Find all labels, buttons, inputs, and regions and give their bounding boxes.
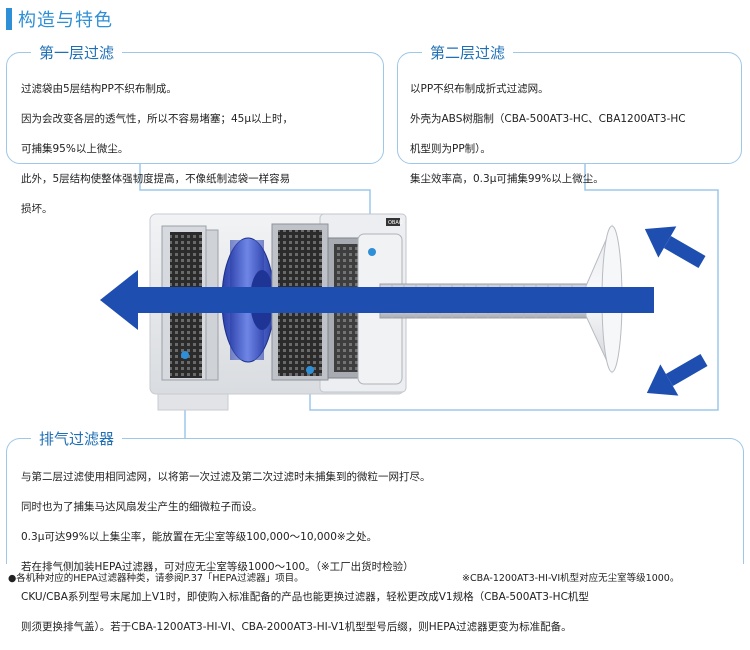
footnote-right: ※CBA-1200AT3-HI-VI机型对应无尘室等级1000。 bbox=[462, 573, 680, 584]
first-layer-marker bbox=[368, 248, 376, 256]
exhaust-arrow-icon bbox=[100, 270, 138, 330]
intake-arrow-lower-icon bbox=[646, 353, 708, 396]
exhaust-filter-marker bbox=[181, 351, 189, 359]
description-line: 0.3μ可达99%以上集尘率，能放置在无尘室等级100,000～10,000※之… bbox=[21, 531, 378, 543]
description-line: 则须更换排气盖）。若于CBA-1200AT3-HI-VI、CBA-2000AT3… bbox=[21, 621, 572, 633]
description-line: 因为会改变各层的透气性，所以不容易堵塞；45μ以上时， bbox=[21, 113, 294, 125]
description-line: 外壳为ABS树脂制（CBA-500AT3-HC、CBA1200AT3-HC bbox=[410, 113, 686, 125]
first-layer-description: 过滤袋由5层结构PP不织布制成。 因为会改变各层的透气性，所以不容易堵塞；45μ… bbox=[21, 67, 377, 232]
intake-arrow-upper-icon bbox=[644, 226, 706, 269]
footnote-left: ●各机种对应的HEPA过滤器种类，请参阅P.37「HEPA过滤器」项目。 bbox=[8, 573, 304, 584]
description-line: 同时也为了捕集马达风扇发尘产生的细微粒子而设。 bbox=[21, 501, 263, 513]
second-layer-marker bbox=[306, 366, 314, 374]
airflow-arrows bbox=[100, 226, 708, 396]
second-layer-filter-box: 第二层过滤 以PP不织布制成折式过滤网。 外壳为ABS树脂制（CBA-500AT… bbox=[397, 42, 742, 185]
description-line: 与第二层过滤使用相同滤网，以将第一次过滤及第二次过滤时未捕集到的微粒一网打尽。 bbox=[21, 471, 431, 483]
description-line: 损坏。 bbox=[21, 203, 53, 215]
exhaust-filter-title: 排气过滤器 bbox=[31, 428, 123, 449]
first-layer-filter-box: 第一层过滤 过滤袋由5层结构PP不织布制成。 因为会改变各层的透气性，所以不容易… bbox=[6, 42, 384, 215]
description-line: 过滤袋由5层结构PP不织布制成。 bbox=[21, 83, 177, 95]
header-accent-bar bbox=[6, 8, 12, 30]
description-line: CKU/CBA系列型号末尾加上V1时，即使购入标准配备的产品也能更换过滤器，轻松… bbox=[21, 591, 589, 603]
page-title: 构造与特色 bbox=[18, 10, 113, 31]
second-layer-title: 第二层过滤 bbox=[422, 42, 514, 63]
description-line: 可捕集95%以上微尘。 bbox=[21, 143, 129, 155]
description-line: 以PP不织布制成折式过滤网。 bbox=[410, 83, 549, 95]
description-line: 集尘效率高，0.3μ可捕集99%以上微尘。 bbox=[410, 173, 604, 185]
first-layer-title: 第一层过滤 bbox=[31, 42, 123, 63]
exhaust-filter-box: 排气过滤器 与第二层过滤使用相同滤网，以将第一次过滤及第二次过滤时未捕集到的微粒… bbox=[6, 428, 744, 633]
exhaust-filter-description: 与第二层过滤使用相同滤网，以将第一次过滤及第二次过滤时未捕集到的微粒一网打尽。 … bbox=[21, 455, 737, 650]
dust-collector-diagram: OBAO bbox=[100, 164, 719, 438]
description-line: 此外，5层结构使整体强韧度提高，不像纸制滤袋一样容易 bbox=[21, 173, 291, 185]
brand-label: OBAO bbox=[388, 220, 403, 226]
second-layer-description: 以PP不织布制成折式过滤网。 外壳为ABS树脂制（CBA-500AT3-HC、C… bbox=[410, 67, 735, 202]
description-line: 若在排气侧加装HEPA过滤器，可对应无尘室等级1000～100。（※工厂出货时检… bbox=[21, 561, 414, 573]
description-line: 机型则为PP制）。 bbox=[410, 143, 491, 155]
section-header: 构造与特色 bbox=[6, 6, 113, 32]
airflow-through-arrow bbox=[130, 287, 654, 313]
